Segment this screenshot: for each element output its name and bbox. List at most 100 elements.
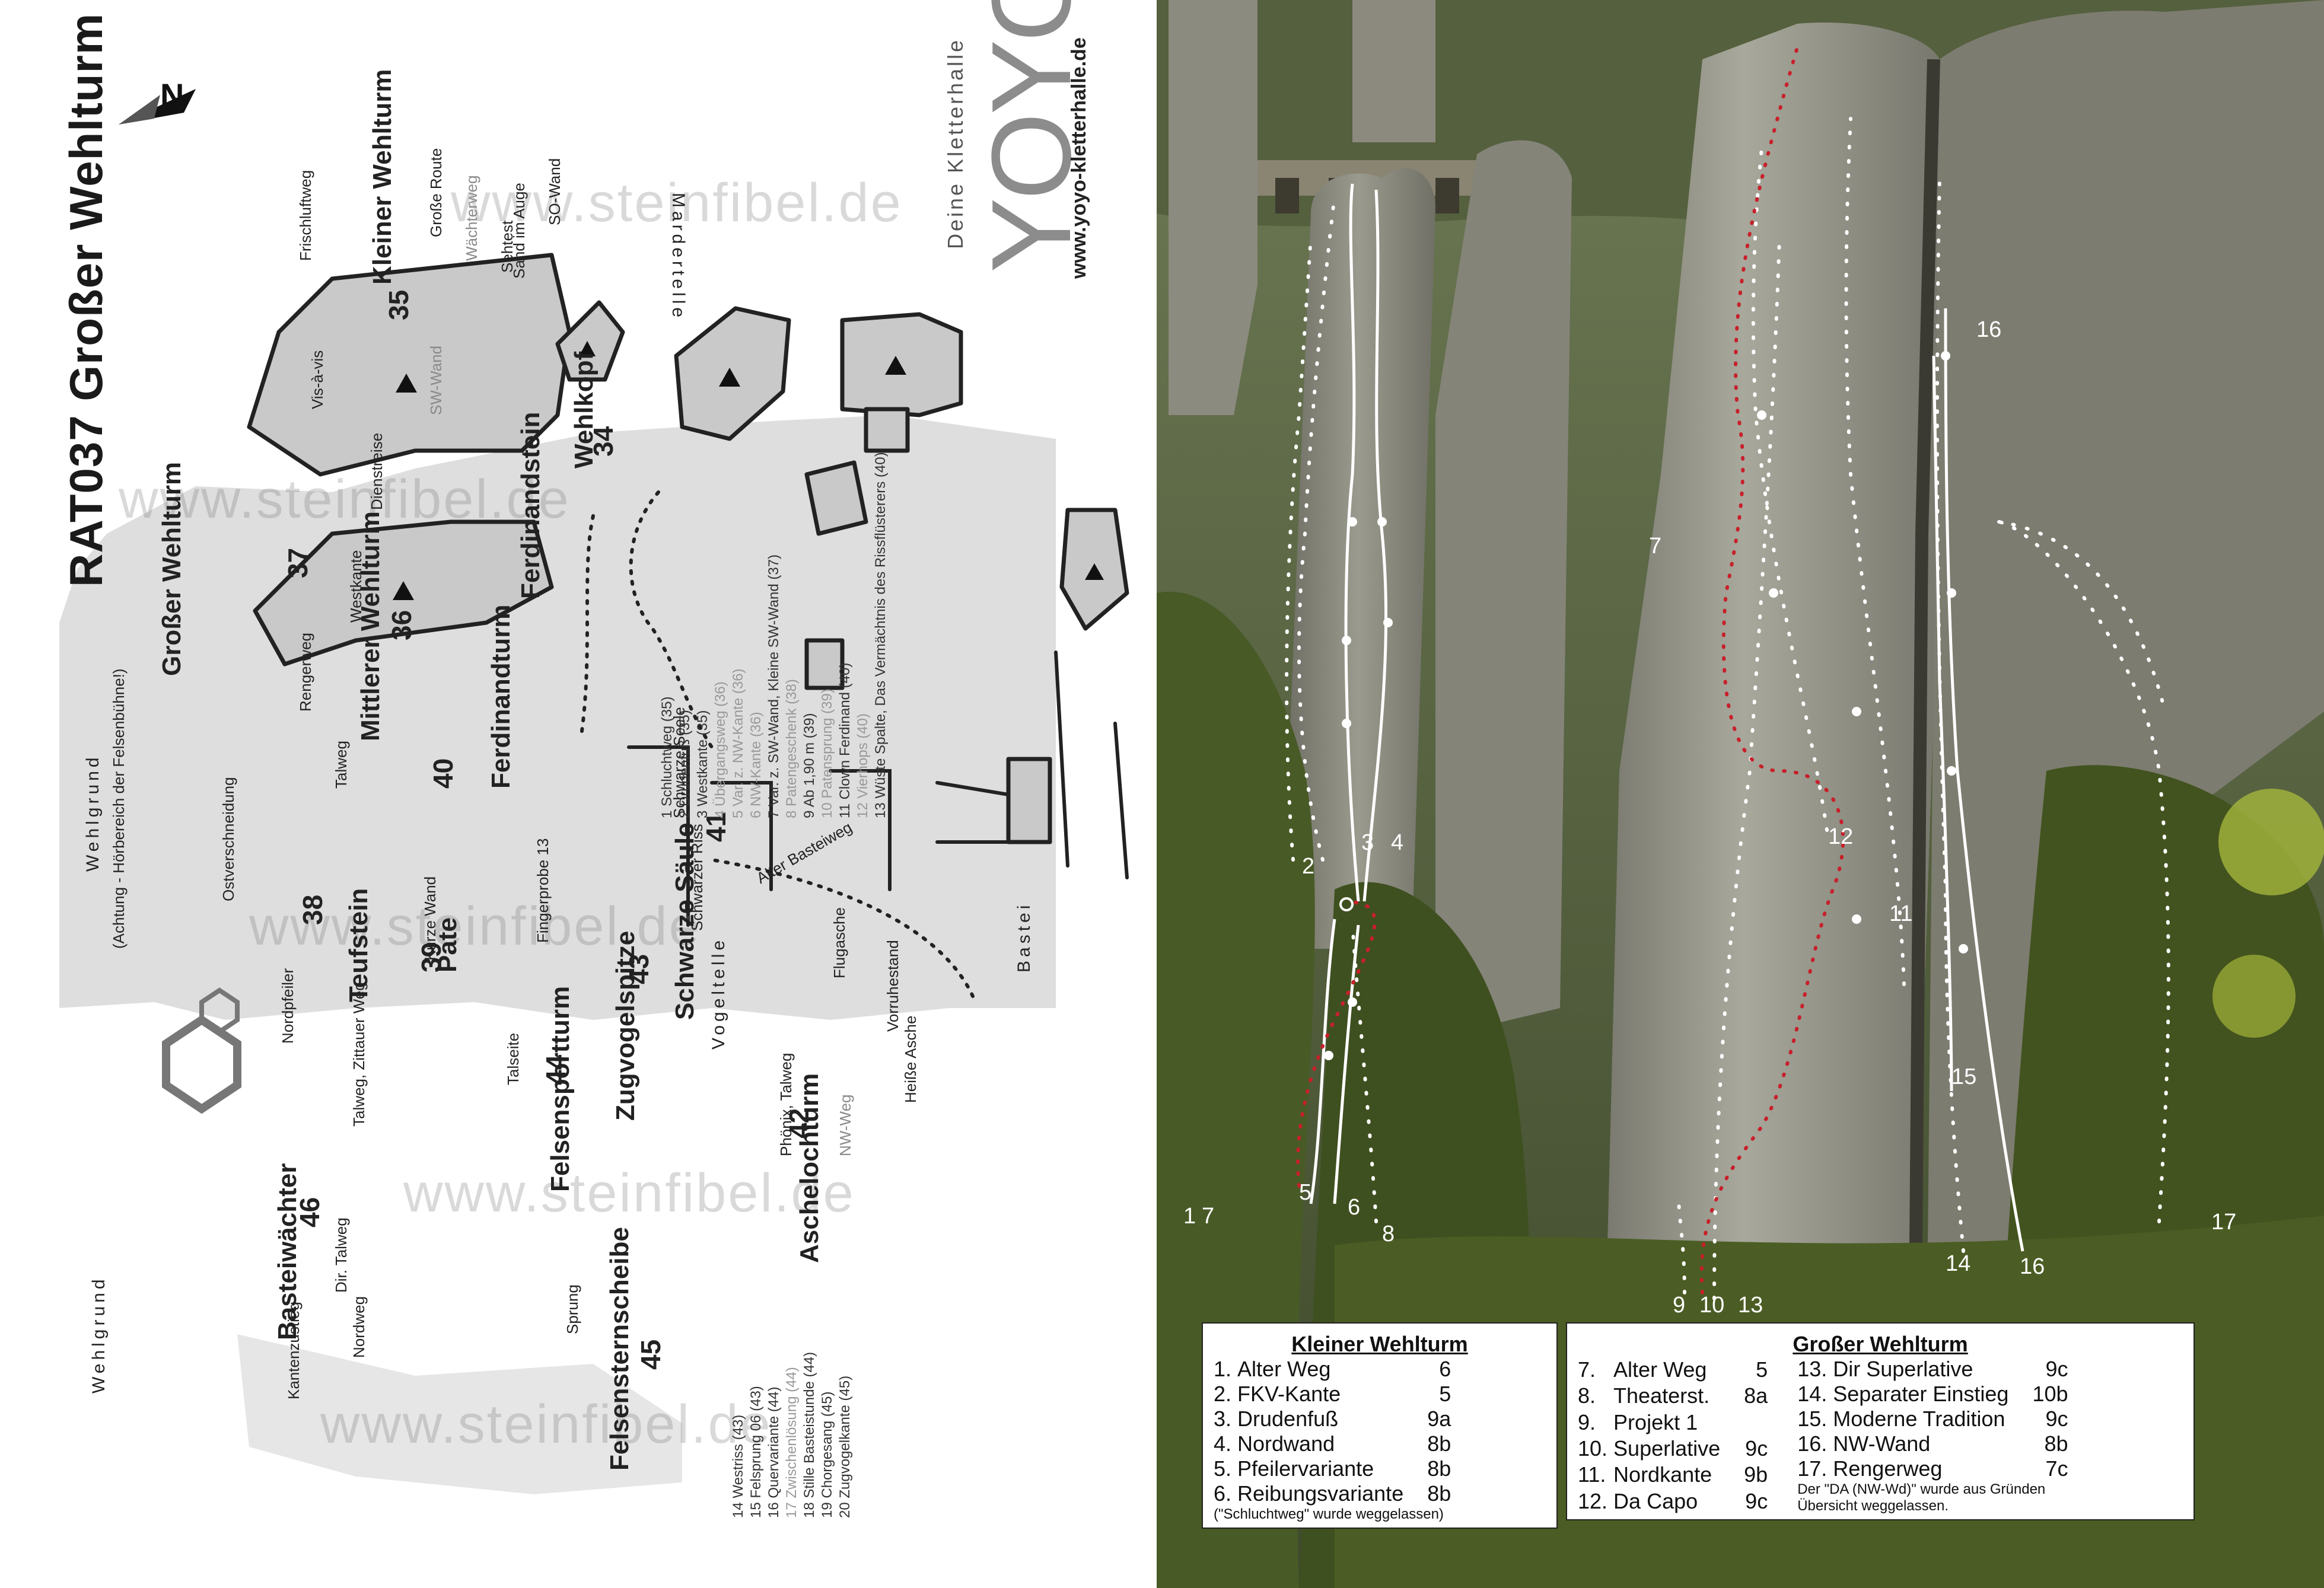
topo-route-15 <box>1932 355 1953 1092</box>
legend-num: 6. <box>1214 1481 1232 1506</box>
tower-num-37: 37 <box>282 547 313 578</box>
tower-marker-36 <box>393 581 414 600</box>
topo-route-number: 4 <box>1391 830 1404 855</box>
area-label-vogeltelle: Vogeltelle <box>709 936 728 1050</box>
watermark: www.steinfibel.de <box>451 173 903 233</box>
legend-num: 13. <box>1797 1357 1828 1381</box>
tower-num-45: 45 <box>635 1339 666 1370</box>
photo-panel: 1 2 3 4 5 6 7 7 8 9 10 11 12 13 14 15 16… <box>1157 0 2324 1588</box>
topo-route-number: 3 <box>1361 830 1374 855</box>
bolt-marker <box>1947 588 1956 598</box>
bolt-marker <box>1342 636 1351 645</box>
legend-num: 16. <box>1797 1431 1828 1456</box>
tower-name-kleiner-wehlturm: Kleiner Wehlturm <box>368 69 397 285</box>
topo-route-4 <box>1362 189 1388 902</box>
legend-route: Rengerweg <box>1833 1456 1943 1481</box>
area-label-bastei: Bastei <box>1014 901 1034 972</box>
dotted-path-1 <box>629 490 714 749</box>
route-label: Kantenzustieg <box>285 1302 303 1399</box>
rock-tower-main <box>1607 23 1946 1275</box>
tower-num-40: 40 <box>428 758 459 789</box>
legend-num: 8. <box>1578 1383 1596 1408</box>
legend-num: 3. <box>1214 1407 1232 1431</box>
legend-route: NW-Wand <box>1833 1431 1931 1456</box>
legend-row: 9.Projekt 1 <box>1578 1410 1774 1436</box>
map-panel: N RAT037 Großer Wehlturm YOYO Deine Klet… <box>0 0 1148 1588</box>
legend-grade: 9a <box>1427 1407 1451 1431</box>
route-label: Talseite <box>504 1032 522 1085</box>
legend-grade: 8b <box>2044 1431 2068 1456</box>
route-label: Talweg <box>332 741 350 789</box>
legend-grade: 8a <box>1744 1383 1768 1408</box>
topo-route-number: 12 <box>1828 824 1854 849</box>
route-list-item: 8 Patengeschenk (38) <box>784 679 800 818</box>
legend-row: 16.NW-Wand 8b <box>1797 1431 2074 1456</box>
area-label-mardertelle: Mardertelle <box>668 193 688 321</box>
tower-num-36: 36 <box>386 610 417 640</box>
topo-route-number: 1 <box>1183 1204 1196 1229</box>
map-lower-region <box>237 1334 682 1494</box>
hexagon-symbol <box>162 987 241 1114</box>
legend-route: Separater Einstieg <box>1833 1382 2009 1406</box>
route-label: Schwarzer Riss <box>688 824 706 931</box>
legend-title: Kleiner Wehlturm <box>1291 1332 1468 1356</box>
topo-route-14 <box>1935 176 1965 1253</box>
tower-marker-35 <box>719 368 740 387</box>
watermark: www.steinfibel.de <box>403 1163 855 1223</box>
legend-route: Moderne Tradition <box>1833 1407 2005 1431</box>
tower-outline-38 <box>840 312 963 417</box>
tower-outline-39 <box>864 407 910 453</box>
bridge-arch <box>1435 178 1459 213</box>
legend-grade: 8b <box>1427 1481 1451 1506</box>
topo-route-9 <box>1677 1196 1686 1294</box>
topo-route-number: 17 <box>2211 1210 2237 1235</box>
topo-route-number: 11 <box>1889 901 1913 926</box>
legend-num: 17. <box>1797 1456 1828 1481</box>
tower-name-ferdinandturm: Ferdinandturm <box>486 604 515 789</box>
route-label: Wächterweg <box>463 175 480 262</box>
legend-num: 11. <box>1578 1462 1606 1487</box>
route-list-item: 14 Westriss (43) <box>730 1414 746 1518</box>
legend-grade: 9b <box>1744 1462 1768 1487</box>
bolt-marker <box>1769 588 1778 598</box>
route-label: Große Route <box>427 148 445 237</box>
brand-url[interactable]: www.yoyo-kletterhalle.de <box>1068 37 1090 279</box>
bridge-arch <box>1275 178 1299 213</box>
legend-row: 3.Drudenfuß 9a <box>1214 1407 1457 1431</box>
topo-route-13 <box>1712 235 1781 1300</box>
topo-route-number: 7 <box>1649 534 1662 559</box>
route-label: Heiße Asche <box>902 1015 919 1103</box>
route-list-item: 7 Var. z. SW-Wand, Kleine SW-Wand (37) <box>766 554 782 818</box>
bolt-marker <box>1377 517 1387 527</box>
legend-grade: 6 <box>1439 1357 1451 1381</box>
tower-name-ferdinandstein: Ferdinandstein <box>516 412 545 599</box>
topo-route-number: 5 <box>1299 1180 1312 1205</box>
legend-num: 5. <box>1214 1456 1232 1481</box>
legend-route: Alter Weg <box>1237 1357 1331 1381</box>
topo-route-number: 13 <box>1738 1293 1763 1318</box>
legend-num: 9. <box>1578 1410 1596 1434</box>
route-label: Kurze Wand <box>421 876 439 961</box>
area-label-wehlgrund: Wehlgrund <box>83 754 103 872</box>
route-list-item: 12 Vierhops (40) <box>855 713 871 818</box>
legend-grade: 9c <box>1745 1436 1768 1461</box>
tower-name-aschelochturm: Aschelochturm <box>795 1073 824 1263</box>
tower-marker-44 <box>1085 563 1104 580</box>
tower-num-43: 43 <box>623 954 654 984</box>
route-label: Vorruhestand <box>884 940 902 1032</box>
legend-grade: 5 <box>1439 1382 1451 1406</box>
tower-outline-40 <box>804 460 868 536</box>
tower-num-44: 44 <box>540 1054 571 1085</box>
legend-route: Drudenfuß <box>1237 1407 1339 1431</box>
route-list-item: 19 Chorgesang (45) <box>819 1391 835 1518</box>
legend-grade: 9c <box>1745 1488 1768 1513</box>
bolt-marker <box>1342 719 1351 728</box>
route-label: Sprung <box>564 1284 581 1334</box>
route-label: Ostverschneidung <box>219 777 237 901</box>
bolt-marker <box>1348 517 1357 527</box>
route-label: Nordpfeiler <box>279 968 297 1044</box>
